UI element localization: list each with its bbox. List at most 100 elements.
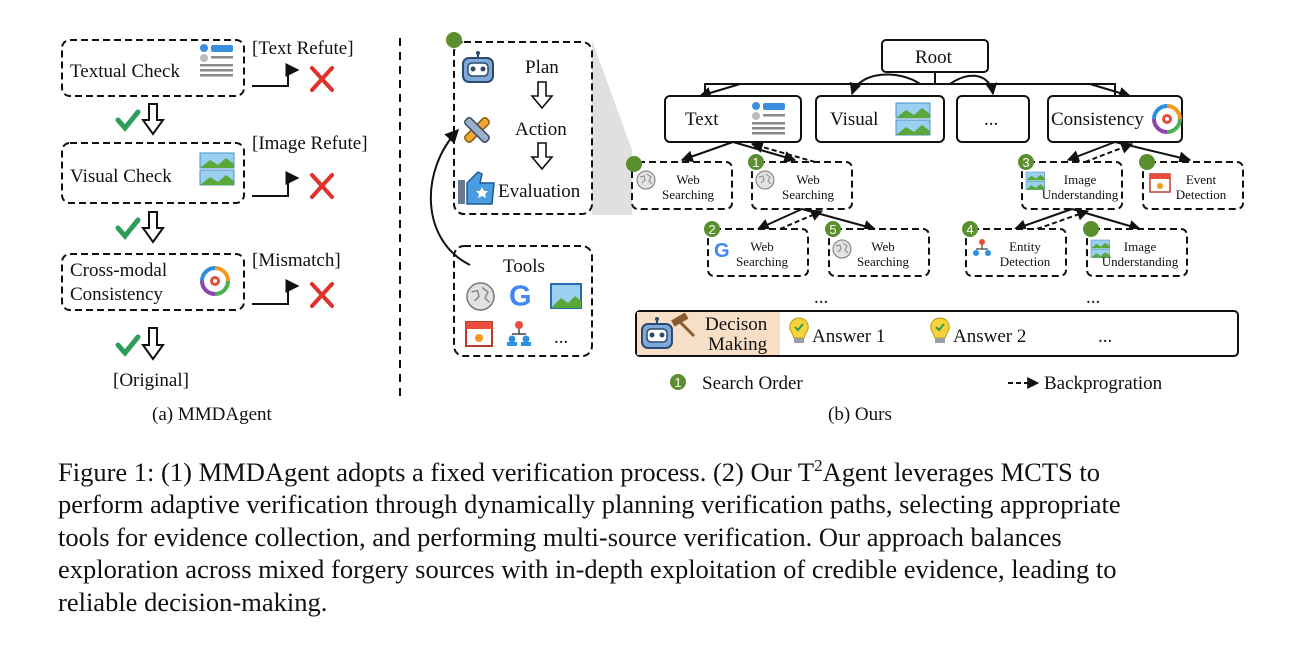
visual-check-label: Visual Check	[70, 166, 172, 187]
node-label: Image	[1124, 239, 1157, 254]
node-label: Image	[1064, 172, 1097, 187]
legend-backprop: Backprogration	[1044, 373, 1163, 394]
node-label: Event	[1186, 172, 1217, 187]
order-badge	[704, 221, 720, 237]
text-refute-label: [Text Refute]	[252, 38, 354, 59]
down-arrow-icon	[141, 103, 165, 136]
image-icon	[199, 152, 235, 186]
web-search-node	[707, 228, 809, 277]
calendar-icon	[1149, 173, 1171, 193]
branch-arrow	[849, 73, 921, 96]
decision-label-2: Making	[708, 334, 768, 355]
wikipedia-icon	[755, 170, 775, 190]
node-label: Searching	[857, 254, 909, 269]
caption-line-3: tools for evidence collection, and perfo…	[58, 521, 1062, 552]
image-understanding-node	[1021, 161, 1123, 210]
down-arrow-icon	[530, 142, 554, 171]
crossmodal-label-2: Consistency	[70, 284, 163, 305]
node-label: Web	[796, 172, 820, 187]
thumbs-up-icon	[458, 171, 495, 205]
caption-superscript: 2	[814, 456, 823, 475]
root-label: Root	[915, 47, 953, 68]
decision-more: ...	[1098, 326, 1112, 347]
down-arrow-icon	[530, 81, 554, 110]
wikipedia-icon	[466, 282, 495, 311]
tools-box	[453, 245, 593, 357]
crossmodal-box	[61, 253, 245, 311]
wikipedia-icon	[636, 170, 656, 190]
refute-arrow	[252, 171, 300, 197]
refute-arrow	[252, 63, 300, 87]
node-label: Detection	[1176, 187, 1227, 202]
caption-line-5: reliable decision-making.	[58, 586, 328, 617]
check-icon	[115, 217, 141, 240]
feedback-arrow	[430, 128, 471, 266]
wikipedia-icon	[832, 239, 852, 259]
zoom-wedge	[592, 40, 632, 215]
entity-detection-node	[965, 228, 1067, 277]
google-icon	[509, 280, 532, 313]
node-marker	[626, 156, 642, 172]
node-label: Entity	[1009, 239, 1041, 254]
text-node-label: Text	[685, 109, 719, 130]
mismatch-label: [Mismatch]	[252, 250, 341, 271]
figure-diagram: G Textual Check [Text Refute] Visual Che…	[61, 32, 1244, 425]
panel-a-caption: (a) MMDAgent	[152, 404, 273, 425]
order-badge	[748, 154, 764, 170]
image-search-icon	[550, 283, 582, 309]
cross-icon	[310, 66, 334, 92]
node-label: Searching	[662, 187, 714, 202]
visual-node-label: Visual	[830, 109, 878, 130]
node-label: Understanding	[1102, 254, 1179, 269]
panel-a: Textual Check [Text Refute] Visual Check…	[61, 38, 368, 425]
order-badge	[962, 221, 978, 237]
root-branch	[704, 83, 1116, 96]
order-number: 1	[674, 375, 681, 390]
panel-b-caption: (b) Ours	[828, 404, 892, 425]
node-label: Detection	[1000, 254, 1051, 269]
entity-icon	[507, 321, 531, 346]
down-arrow-icon	[141, 211, 165, 244]
web-search-node	[751, 161, 853, 210]
order-number: 5	[829, 222, 836, 237]
document-icon	[200, 44, 233, 77]
caption-line-1-rest: Agent leverages MCTS to	[822, 456, 1101, 487]
visual-check-box	[61, 142, 245, 204]
order-number: 2	[708, 222, 715, 237]
answer-1: Answer 1	[812, 326, 885, 347]
image-refute-label: [Image Refute]	[252, 133, 368, 154]
node-marker	[1139, 154, 1155, 170]
original-label: [Original]	[113, 370, 189, 391]
caption-line-2: perform adaptive verification through dy…	[58, 489, 1121, 520]
cross-icon	[310, 282, 334, 308]
legend-search-order: Search Order	[702, 373, 803, 394]
branch-arrow	[949, 74, 998, 96]
web-search-node	[828, 228, 930, 277]
tree-more: ...	[1086, 287, 1100, 308]
caption-line-4: exploration across mixed forgery sources…	[58, 554, 1117, 585]
image-understanding-node	[1086, 228, 1188, 277]
tree-more: ...	[814, 287, 828, 308]
order-badge	[825, 221, 841, 237]
tools-title: Tools	[503, 256, 545, 277]
figure-caption: Figure 1: (1) MMDAgent adopts a fixed ve…	[58, 450, 1248, 618]
google-icon	[714, 240, 730, 262]
order-number: 3	[1022, 155, 1029, 170]
panel-b: Plan Action Evaluation Tools	[430, 32, 1244, 425]
caption-line-1: Figure 1: (1) MMDAgent adopts a fixed ve…	[58, 456, 815, 487]
steps-box	[453, 41, 593, 215]
node-marker	[446, 32, 462, 48]
decision-label-1: Decison	[705, 314, 768, 335]
node-label: Searching	[782, 187, 834, 202]
evaluation-label: Evaluation	[498, 181, 581, 202]
legend-order-badge	[670, 374, 686, 390]
entity-icon	[973, 239, 991, 256]
plan-label: Plan	[525, 57, 559, 78]
action-label: Action	[515, 119, 567, 140]
order-number: 4	[966, 222, 973, 237]
textual-check-box	[61, 39, 245, 97]
cross-icon	[310, 173, 334, 199]
textual-check-label: Textual Check	[70, 61, 180, 82]
node-label: Web	[676, 172, 700, 187]
node-label: Web	[871, 239, 895, 254]
